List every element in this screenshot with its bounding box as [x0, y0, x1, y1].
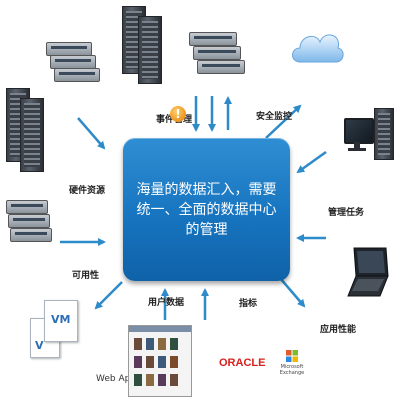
arrow-bottom-left-out	[94, 281, 123, 310]
warning-icon: !	[170, 106, 186, 122]
blade-server-icon	[4, 200, 52, 250]
web-app-screenshot	[128, 325, 192, 397]
rack-server-icon	[120, 6, 162, 84]
label-metrics: 指标	[239, 299, 258, 309]
vm-card-front: VM	[44, 300, 78, 342]
center-text: 海量的数据汇入，需要统一、全面的数据中心的管理	[136, 181, 277, 238]
label-availability: 可用性	[72, 271, 100, 281]
microsoft-exchange-text: Microsoft Exchange	[276, 364, 308, 376]
laptop-icon	[347, 247, 389, 297]
label-security-monitoring: 安全监控	[256, 112, 293, 122]
vm-partial-text: V	[35, 339, 44, 352]
oracle-logo: ORACLE	[219, 357, 266, 369]
vm-text: VM	[51, 313, 71, 326]
exchange-text: Exchange	[279, 370, 305, 376]
label-hardware-resources: 硬件资源	[69, 186, 106, 196]
label-app-performance: 应用性能	[320, 325, 357, 335]
label-user-data: 用户数据	[148, 298, 185, 308]
data-center-box: 海量的数据汇入，需要统一、全面的数据中心的管理	[123, 138, 290, 281]
label-web-app: Web App	[96, 374, 137, 384]
blade-server-icon	[185, 30, 245, 85]
label-management-tasks: 管理任务	[328, 208, 365, 218]
arrow-bottom-right-out	[279, 277, 306, 308]
rack-server-icon	[4, 88, 44, 172]
microsoft-exchange-icon	[286, 350, 298, 362]
cloud-icon	[292, 34, 344, 63]
blade-server-icon	[40, 40, 100, 90]
desktop-computer-icon	[344, 108, 396, 168]
arrow-top-right-out	[265, 104, 302, 139]
microsoft-text: Microsoft	[280, 364, 304, 370]
arrow-top-left-in	[77, 117, 106, 150]
arrow-right-mid-in	[296, 150, 327, 174]
